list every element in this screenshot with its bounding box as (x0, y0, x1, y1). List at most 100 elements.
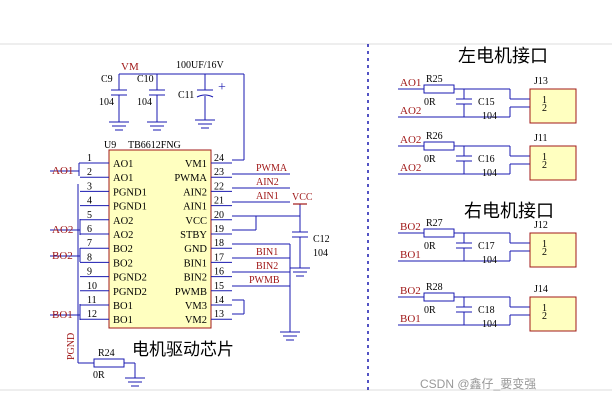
chip-pin-number: 16 (214, 267, 224, 278)
capacitor-ref: C18 (478, 305, 495, 316)
chip-pin-number: 12 (87, 309, 97, 320)
connector-pin: 1 (542, 239, 547, 250)
chip-designator: U9 (104, 140, 116, 151)
chip-pin-number: 15 (214, 281, 224, 292)
capacitor-ref: C15 (478, 97, 495, 108)
chip-pin-name: PGND1 (113, 187, 147, 198)
connector-pin: 1 (542, 303, 547, 314)
chip-pin-number: 6 (87, 224, 92, 235)
chip-pin-number: 23 (214, 167, 224, 178)
chip-pin-number: 22 (214, 181, 224, 192)
resistor-value: 0R (424, 154, 436, 165)
net-label-bin1: BIN1 (256, 247, 278, 258)
connector-ref: J13 (534, 76, 548, 87)
chip-pin-number: 5 (87, 210, 92, 221)
net-label-vcc: VCC (292, 192, 313, 203)
connector-ref: J12 (534, 220, 548, 231)
resistor-body (423, 141, 455, 151)
chip-pin-name: PGND2 (113, 273, 147, 284)
chip-pin-number: 1 (87, 153, 92, 164)
chip-pin-name: PGND1 (113, 202, 147, 213)
chip-pin-name: AO2 (113, 216, 133, 227)
chip-pin-number: 9 (87, 267, 92, 278)
ground-symbols-top (109, 119, 310, 341)
chip-pin-number: 20 (214, 210, 224, 221)
net-label-ao1: AO1 (52, 165, 73, 177)
resistor-body (423, 292, 455, 302)
resistor-value: 0R (424, 97, 436, 108)
chip-pin-number: 17 (214, 252, 224, 263)
chip-left-wiring (50, 162, 136, 378)
chip-pin-name: BO1 (113, 315, 133, 326)
capacitor-ref: C16 (478, 154, 495, 165)
net-label-bin2: BIN2 (256, 261, 278, 272)
chip-pin-name: BIN1 (184, 258, 207, 269)
driver-title: 电机驱动芯片 (132, 340, 234, 360)
net-label-ain1: AIN1 (256, 191, 279, 202)
chip-pin-name: BO1 (113, 301, 133, 312)
resistor-ref: R27 (426, 218, 443, 229)
net-label-vm: VM (121, 61, 139, 73)
chip-pin-name: AIN1 (183, 202, 207, 213)
chip-pin-name: VM3 (185, 301, 207, 312)
c10-ref: C10 (137, 74, 154, 85)
net-label: BO2 (400, 221, 421, 233)
chip-pin-name: AO2 (113, 230, 133, 241)
connector-pin: 2 (542, 311, 547, 322)
capacitor-value: 104 (482, 168, 497, 179)
chip-pin-number: 8 (87, 252, 92, 263)
chip-pin-number: 21 (214, 196, 224, 207)
chip-body (108, 149, 212, 329)
c9-value: 104 (99, 97, 114, 108)
net-label-pwma: PWMA (256, 163, 288, 174)
right-motor-title: 右电机接口 (464, 201, 554, 222)
c10-value: 104 (137, 97, 152, 108)
c12-ref: C12 (313, 234, 330, 245)
chip-pin-number: 18 (214, 238, 224, 249)
resistor-value: 0R (424, 305, 436, 316)
connector-body (529, 88, 577, 124)
chip-pin-name: STBY (180, 230, 207, 241)
chip-u9: U9 TB6612FNG 1AO12AO13PGND14PGND15AO26AO… (80, 140, 232, 329)
capacitor-value: 104 (482, 255, 497, 266)
chip-pin-name: BO2 (113, 244, 133, 255)
chip-left-pins: 1AO12AO13PGND14PGND15AO26AO27BO28BO29PGN… (80, 153, 147, 326)
chip-pin-number: 24 (214, 153, 224, 164)
chip-pin-name: GND (184, 244, 207, 255)
chip-pin-number: 19 (214, 224, 224, 235)
chip-pin-name: AIN2 (183, 187, 207, 198)
connector-ref: J14 (534, 284, 548, 295)
chip-part-number: TB6612FNG (128, 140, 181, 151)
chip-pin-name: BIN2 (184, 273, 207, 284)
net-label-bo2: BO2 (52, 250, 73, 262)
net-label-ain2: AIN2 (256, 177, 279, 188)
c11-polarity: + (218, 80, 226, 95)
net-label-ao2: AO2 (52, 224, 73, 236)
chip-pin-name: PWMA (174, 173, 207, 184)
net-label-bo1: BO1 (52, 309, 73, 321)
chip-pin-number: 3 (87, 181, 92, 192)
pgnd-ground-symbol (125, 377, 145, 387)
connector-pin: 2 (542, 247, 547, 258)
net-label-pwmb: PWMB (249, 275, 280, 286)
net-label-pgnd: PGND (66, 333, 77, 360)
resistor-ref: R25 (426, 74, 443, 85)
net-label: AO2 (400, 162, 421, 174)
chip-right-wiring (111, 73, 308, 332)
chip-pin-name: VM2 (185, 315, 207, 326)
chip-pin-number: 2 (87, 167, 92, 178)
net-label: AO1 (400, 77, 421, 89)
resistor-value: 0R (424, 241, 436, 252)
chip-pin-number: 13 (214, 309, 224, 320)
chip-pin-name: AO1 (113, 173, 133, 184)
connector-body (529, 296, 577, 332)
net-label: BO1 (400, 249, 421, 261)
resistor-body (423, 84, 455, 94)
net-label: AO2 (400, 105, 421, 117)
